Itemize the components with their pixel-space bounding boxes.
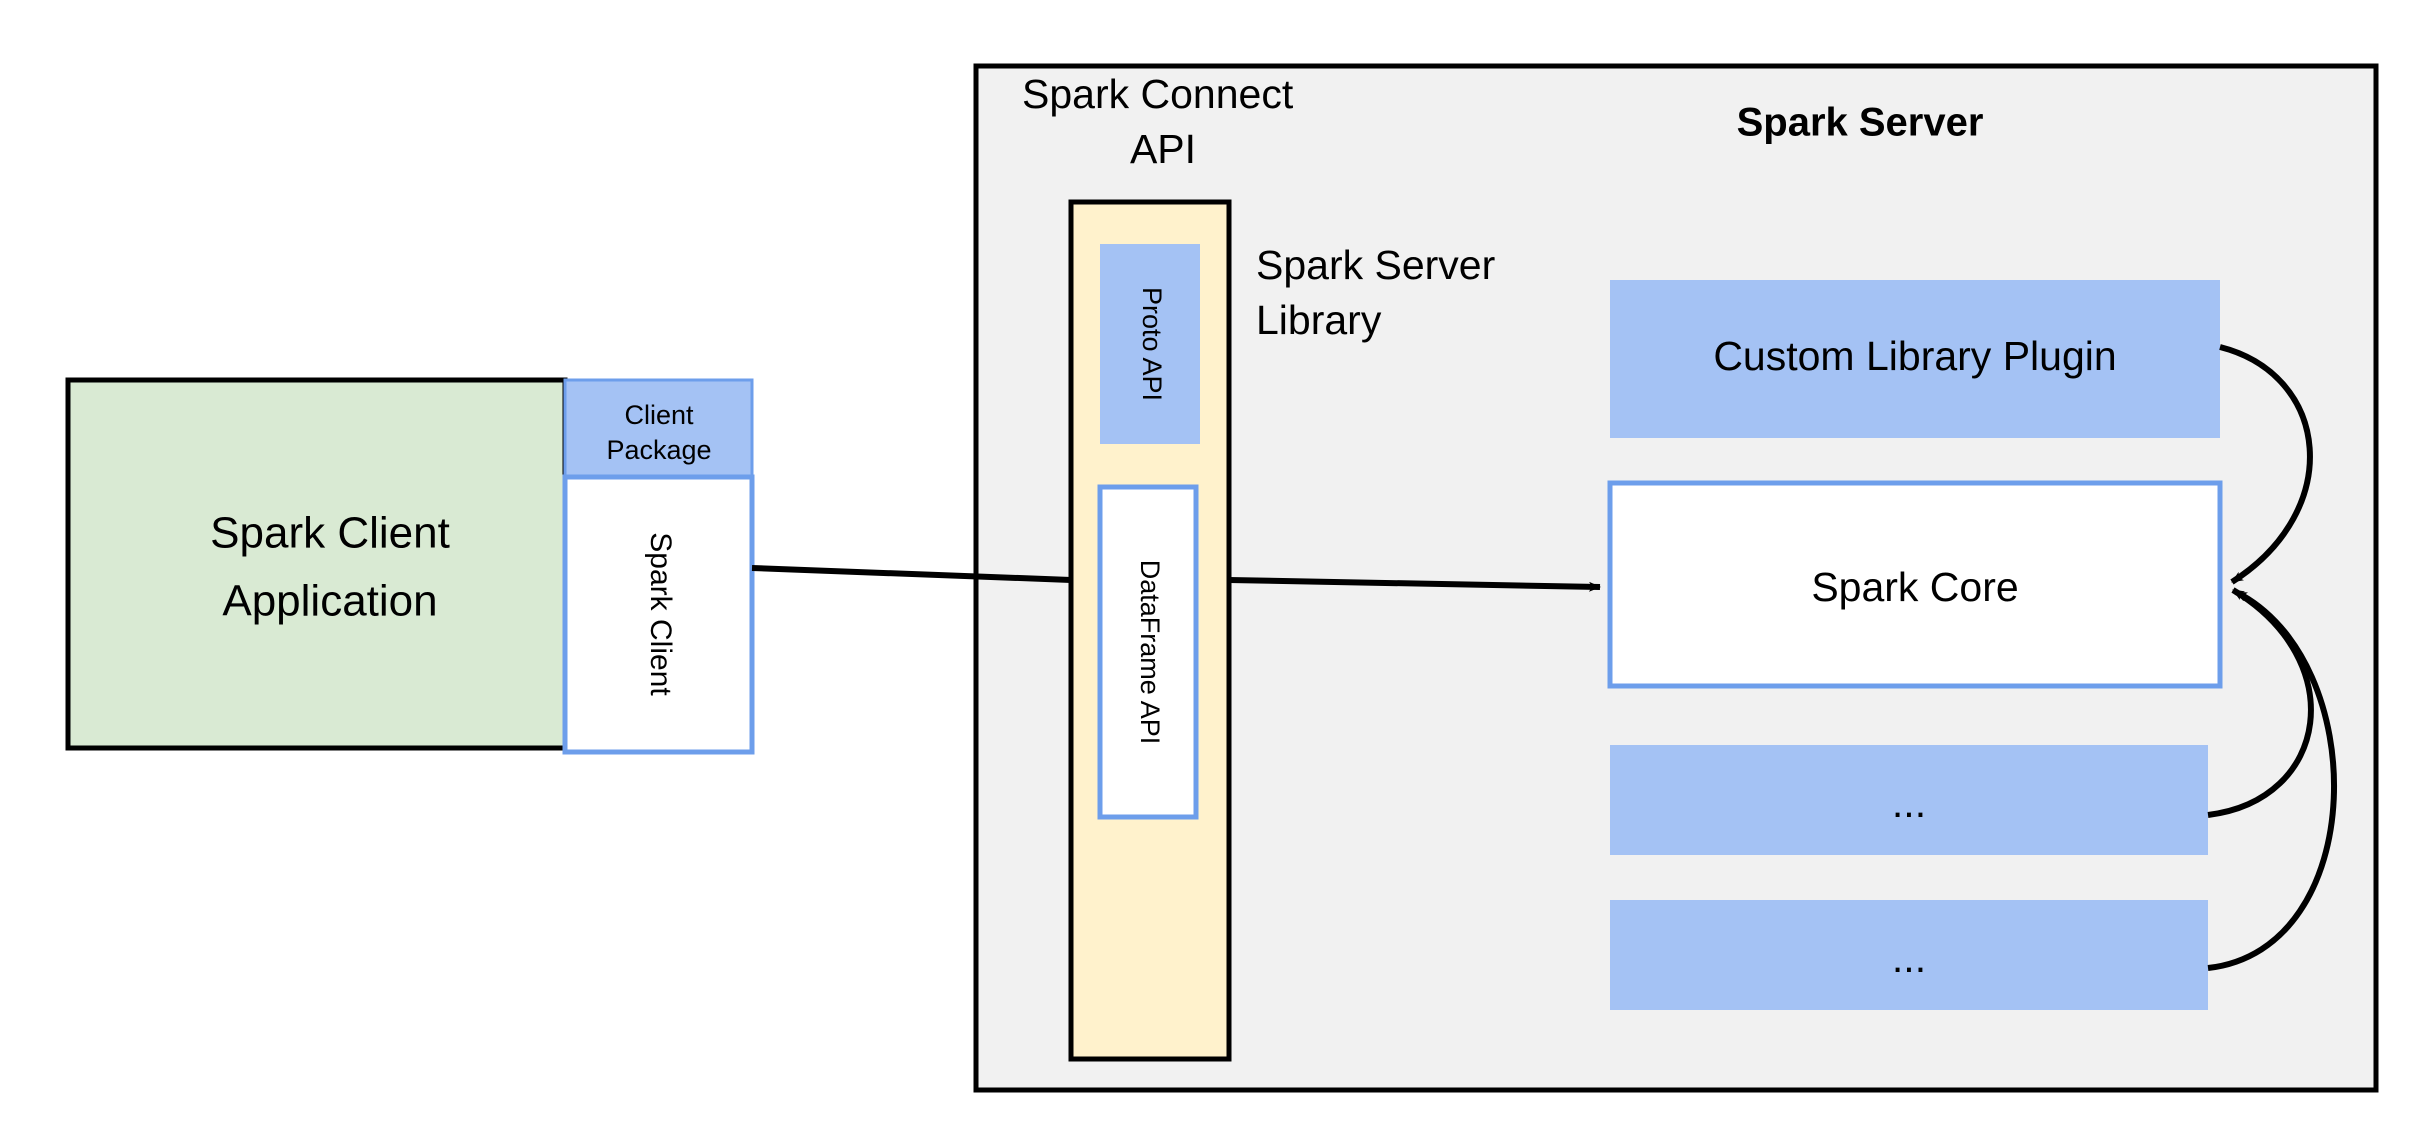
ellipsis-box-1[interactable]	[1610, 745, 2208, 855]
connector-custom-library-plugin-to-spark-core	[2219, 344, 2313, 585]
spark-server-title: Spark Server	[1737, 101, 1984, 145]
dataframe-api-label: DataFrame API	[1135, 560, 1165, 745]
ellipsis-label-1: ...	[1892, 780, 1926, 826]
connector-ellipsis-2-to-spark-core	[2207, 589, 2338, 971]
spark-connect-api-label-line1: Spark Connect	[1022, 71, 1294, 117]
connector-connect-api-to-spark-core	[1228, 577, 1601, 592]
custom-library-plugin-label: Custom Library Plugin	[1713, 333, 2116, 379]
proto-api-box[interactable]	[1100, 244, 1200, 444]
spark-server-library-label-line1: Spark Server	[1256, 242, 1495, 288]
connector-client-to-connect-api	[751, 565, 1072, 583]
spark-client-application-label-line2: Application	[222, 577, 437, 626]
spark-client-label: Spark Client	[644, 532, 677, 696]
proto-api-label: Proto API	[1137, 287, 1167, 401]
spark-client-box[interactable]	[562, 474, 755, 755]
spark-client-application-box[interactable]	[65, 377, 568, 751]
client-package-label-line2: Package	[606, 435, 711, 465]
ellipsis-label-2: ...	[1892, 935, 1926, 981]
client-package-label-line1: Client	[624, 400, 694, 430]
ellipsis-box-2[interactable]	[1610, 900, 2208, 1010]
custom-library-plugin-box[interactable]	[1610, 280, 2220, 438]
spark-core-box[interactable]	[1607, 480, 2223, 689]
spark-server-library-label-line2: Library	[1256, 297, 1382, 343]
spark-core-label: Spark Core	[1811, 564, 2018, 610]
spark-client-application-label-line1: Spark Client	[210, 509, 450, 558]
spark-connect-api-label-line2: API	[1130, 126, 1196, 172]
dataframe-api-box[interactable]	[1097, 484, 1199, 820]
